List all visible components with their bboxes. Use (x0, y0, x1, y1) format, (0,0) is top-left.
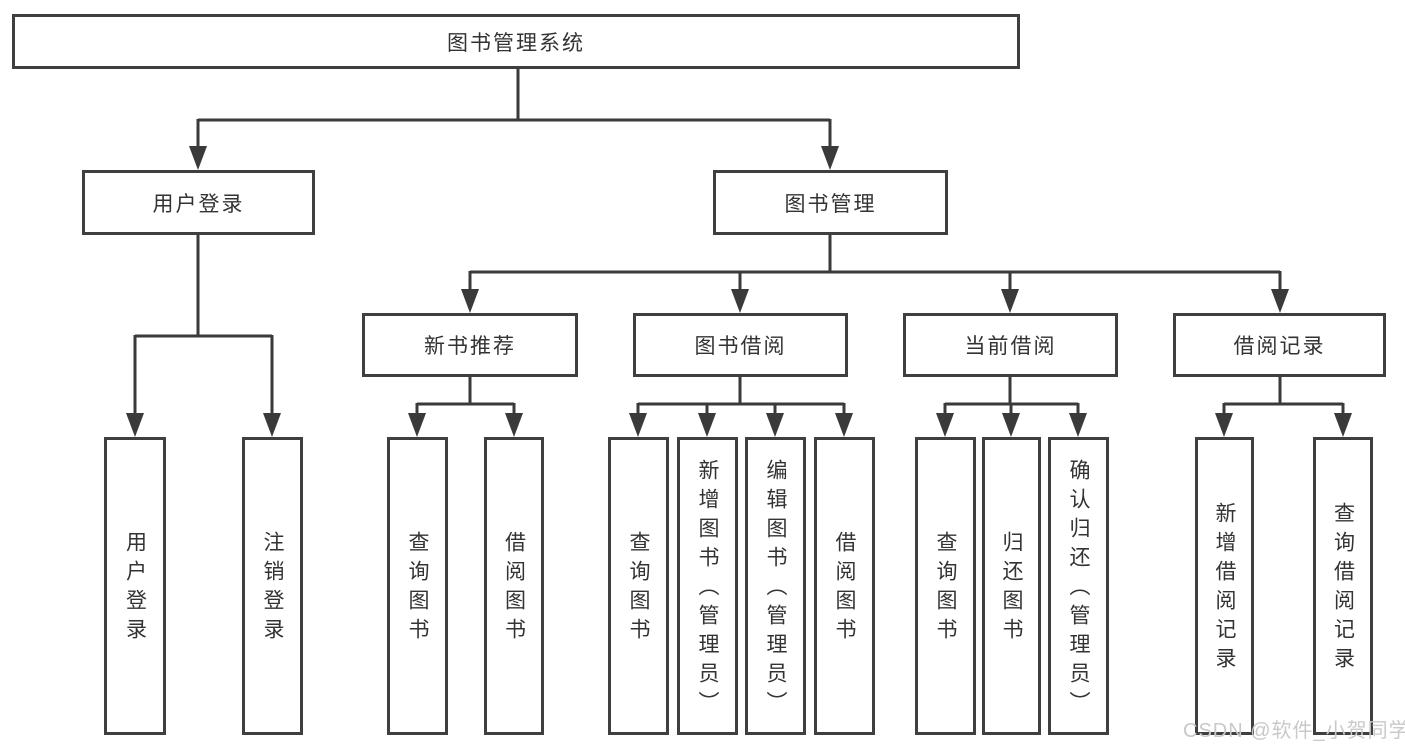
leaf-edit-book-admin: 编辑图书（管理员） (745, 437, 806, 735)
leaf-query-book-recommend: 查询图书 (387, 437, 448, 735)
leaf-add-book-admin: 新增图书（管理员） (677, 437, 738, 735)
node-root: 图书管理系统 (12, 14, 1020, 69)
leaf-confirm-return-admin: 确认归还（管理员） (1048, 437, 1109, 735)
node-book-management: 图书管理 (713, 170, 948, 235)
leaf-return-book: 归还图书 (982, 437, 1041, 735)
leaf-borrow-book-recommend: 借阅图书 (484, 437, 544, 735)
leaf-user-login: 用户登录 (104, 437, 166, 735)
leaf-query-book-borrow: 查询图书 (608, 437, 669, 735)
leaf-logout: 注销登录 (242, 437, 303, 735)
node-borrow-record: 借阅记录 (1173, 313, 1386, 377)
leaf-query-borrow-record: 查询借阅记录 (1313, 437, 1373, 735)
node-user-login: 用户登录 (82, 170, 315, 235)
arrowheads (126, 146, 1352, 437)
csdn-watermark: CSDN @软件_小贺同学 (1183, 720, 1405, 742)
leaf-query-book-current: 查询图书 (915, 437, 976, 735)
node-current-borrow: 当前借阅 (903, 313, 1118, 377)
leaf-add-borrow-record: 新增借阅记录 (1195, 437, 1254, 735)
leaf-borrow-book: 借阅图书 (814, 437, 875, 735)
node-book-borrow: 图书借阅 (633, 313, 848, 377)
node-new-book-recommend: 新书推荐 (362, 313, 578, 377)
